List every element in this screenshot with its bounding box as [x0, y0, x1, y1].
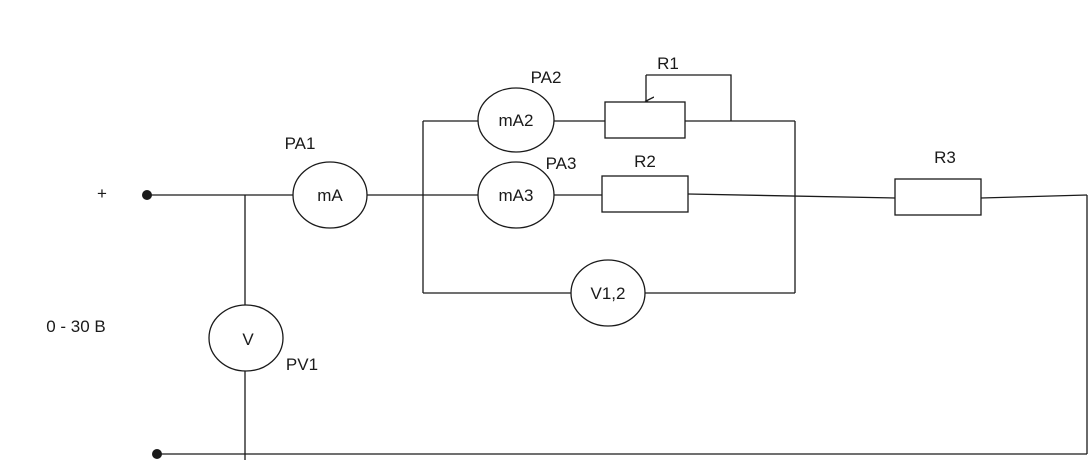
ammeter-pa1 — [292, 161, 368, 229]
ammeter-pa1-symbol: mA — [317, 186, 343, 205]
wire-r3-out — [980, 194, 1088, 199]
voltmeter-pv1 — [208, 304, 284, 372]
ammeter-pa3-symbol: mA3 — [499, 186, 534, 205]
resistor-r2 — [601, 175, 689, 213]
voltmeter-pv1-label: PV1 — [286, 355, 318, 374]
terminal-negative — [152, 449, 162, 459]
resistor-r3 — [894, 178, 982, 216]
ammeter-pa3 — [477, 161, 555, 229]
ammeter-pa2 — [477, 87, 555, 153]
ammeter-pa3-label: PA3 — [546, 154, 577, 173]
r1-wiper-loop — [646, 74, 732, 121]
ammeter-pa1-label: PA1 — [285, 134, 316, 153]
voltmeter-v12-symbol: V1,2 — [591, 284, 626, 303]
terminal-positive — [142, 190, 152, 200]
wires — [147, 74, 1088, 460]
source-plus-label: + — [97, 184, 107, 203]
resistor-r2-label: R2 — [634, 152, 656, 171]
wire-r2-to-r3 — [687, 193, 896, 199]
ammeter-pa2-label: PA2 — [531, 68, 562, 87]
resistor-r1 — [604, 101, 686, 139]
resistor-r1-label: R1 — [657, 54, 679, 73]
voltmeter-v12 — [570, 259, 646, 327]
voltmeter-pv1-symbol: V — [242, 330, 254, 349]
ammeter-pa2-symbol: mA2 — [499, 111, 534, 130]
source-voltage-label: 0 - 30 В — [46, 317, 106, 336]
resistor-r3-label: R3 — [934, 148, 956, 167]
